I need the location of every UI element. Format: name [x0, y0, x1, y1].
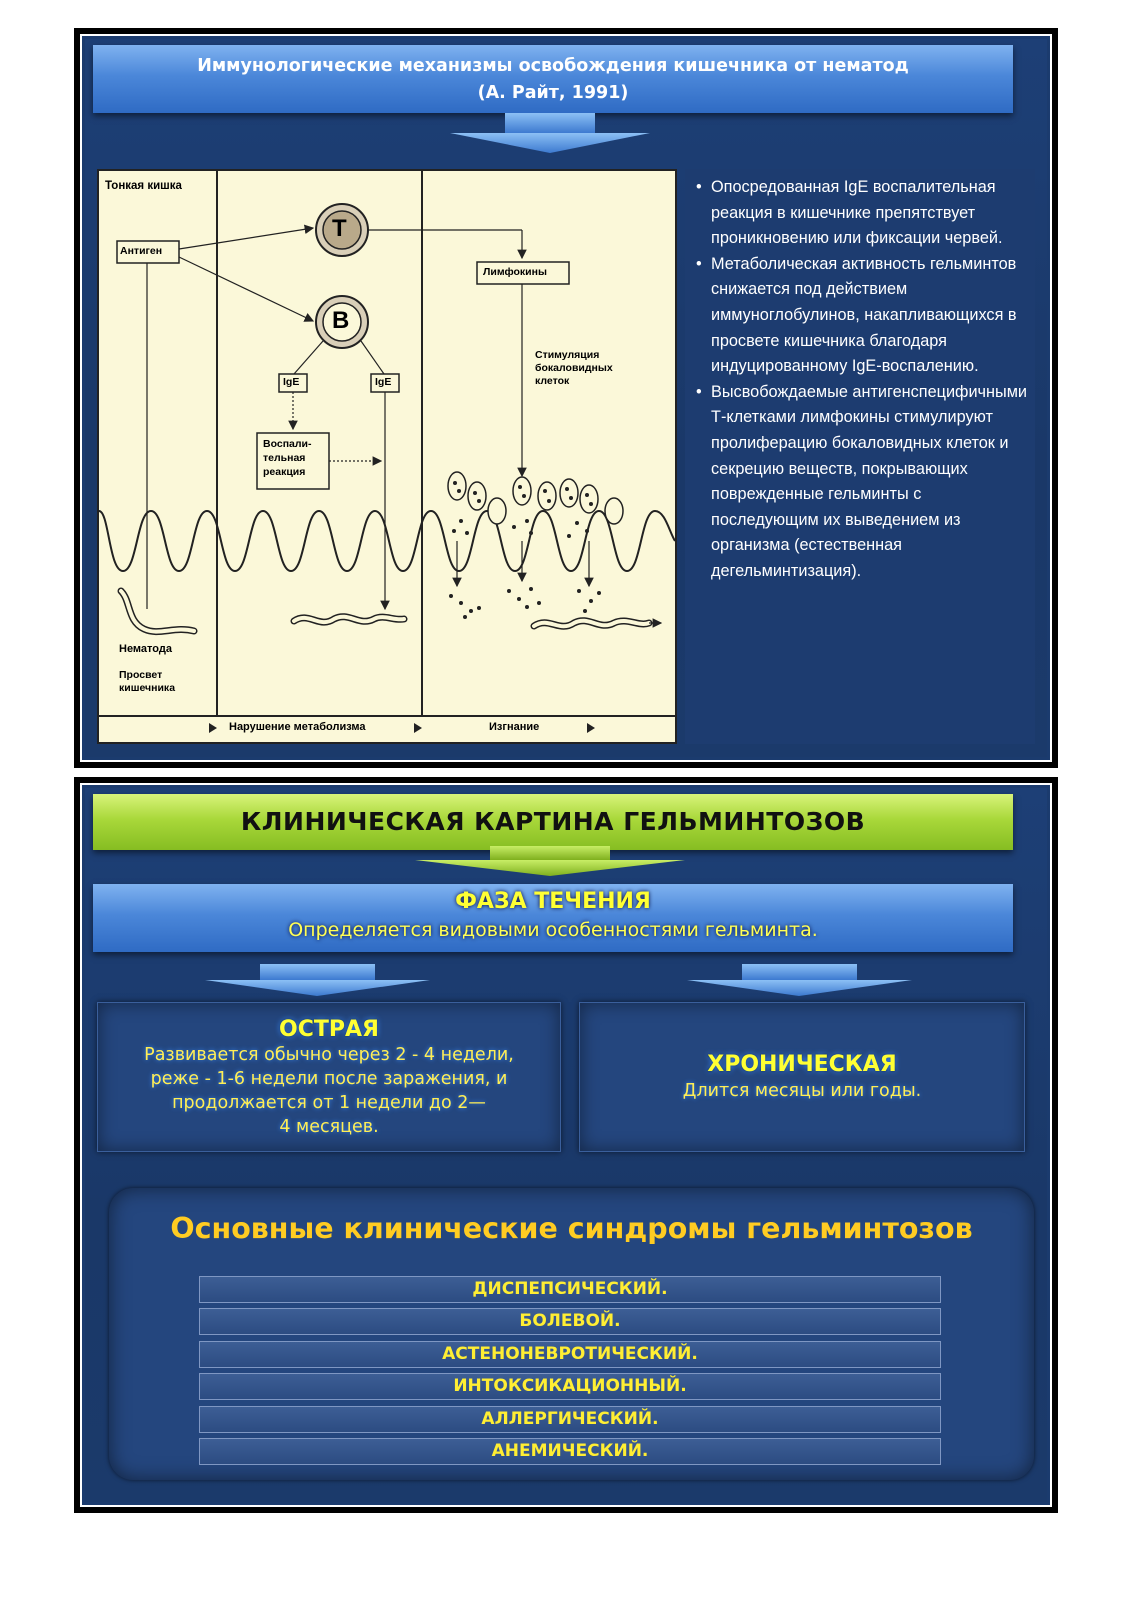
goblet-stimulation-label: Стимуляция бокаловидных клеток [535, 349, 613, 387]
clinical-picture-slide: КЛИНИЧЕСКАЯ КАРТИНА ГЕЛЬМИНТОЗОВ ФАЗА ТЕ… [74, 777, 1058, 1513]
b-cell-label: В [332, 307, 350, 334]
list-item: АЛЛЕРГИЧЕСКИЙ. [199, 1406, 941, 1433]
chronic-phase-card: ХРОНИЧЕСКАЯ Длится месяцы или годы. [579, 1002, 1025, 1152]
list-item: АНЕМИЧЕСКИЙ. [199, 1438, 941, 1465]
list-item: ДИСПЕПСИЧЕСКИЙ. [199, 1276, 941, 1303]
list-item: Высвобождаемые антигенспецифичными Т-кле… [696, 380, 1029, 585]
down-arrow-icon [415, 846, 685, 876]
mechanism-bullet-list: Опосредованная IgE воспалительная реакци… [685, 169, 1035, 744]
t-cell-label: Т [332, 215, 347, 242]
immunology-title-banner: Иммунологические механизмы освобождения … [93, 45, 1013, 113]
phase-banner: ФАЗА ТЕЧЕНИЯ Определяется видовыми особе… [93, 884, 1013, 952]
down-arrow-icon [205, 964, 430, 996]
clinical-syndromes-panel: Основные клинические синдромы гельминтоз… [109, 1188, 1034, 1480]
ige-right-label: IgE [375, 376, 392, 388]
acute-phase-title: ОСТРАЯ [279, 1017, 379, 1042]
lymphokines-label: Лимфокины [483, 266, 547, 278]
immunology-title-source: (А. Райт, 1991) [477, 83, 629, 103]
list-item: БОЛЕВОЙ. [199, 1308, 941, 1335]
expulsion-label: Изгнание [489, 721, 540, 733]
chronic-phase-text: Длится месяцы или годы. [682, 1081, 922, 1101]
immunology-slide: Иммунологические механизмы освобождения … [74, 28, 1058, 768]
nematode-label: Нематода [119, 643, 172, 655]
list-item: АСТЕНОНЕВРОТИЧЕСКИЙ. [199, 1341, 941, 1368]
clinical-title-banner: КЛИНИЧЕСКАЯ КАРТИНА ГЕЛЬМИНТОЗОВ [93, 794, 1013, 850]
list-item: Опосредованная IgE воспалительная реакци… [696, 175, 1029, 252]
phase-subtitle: Определяется видовыми особенностями гель… [288, 919, 818, 941]
acute-phase-card: ОСТРАЯ Развивается обычно через 2 - 4 не… [97, 1002, 561, 1152]
down-arrow-icon [450, 113, 650, 153]
list-item: ИНТОКСИКАЦИОННЫЙ. [199, 1373, 941, 1400]
inflammation-label: Воспали- тельная реакция [263, 438, 312, 478]
clinical-title: КЛИНИЧЕСКАЯ КАРТИНА ГЕЛЬМИНТОЗОВ [240, 807, 866, 836]
acute-phase-text: Развивается обычно через 2 - 4 недели, р… [144, 1045, 514, 1137]
metabolism-disruption-label: Нарушение метаболизма [229, 721, 366, 733]
small-intestine-label: Тонкая кишка [105, 180, 182, 192]
antigen-label: Антиген [120, 245, 163, 257]
down-arrow-icon [687, 964, 912, 996]
immunology-title: Иммунологические механизмы освобождения … [197, 56, 909, 76]
immune-mechanism-diagram: Тонкая кишка Антиген Т В Лимфокины IgE I… [97, 169, 677, 744]
diagram-canvas [99, 171, 675, 733]
phase-title: ФАЗА ТЕЧЕНИЯ [455, 889, 651, 914]
syndromes-title: Основные клинические синдромы гельминтоз… [170, 1212, 973, 1245]
ige-left-label: IgE [283, 376, 300, 388]
lumen-label: Просвет кишечника [119, 669, 176, 694]
chronic-phase-title: ХРОНИЧЕСКАЯ [707, 1052, 897, 1077]
list-item: Метаболическая активность гельминтов сни… [696, 252, 1029, 380]
